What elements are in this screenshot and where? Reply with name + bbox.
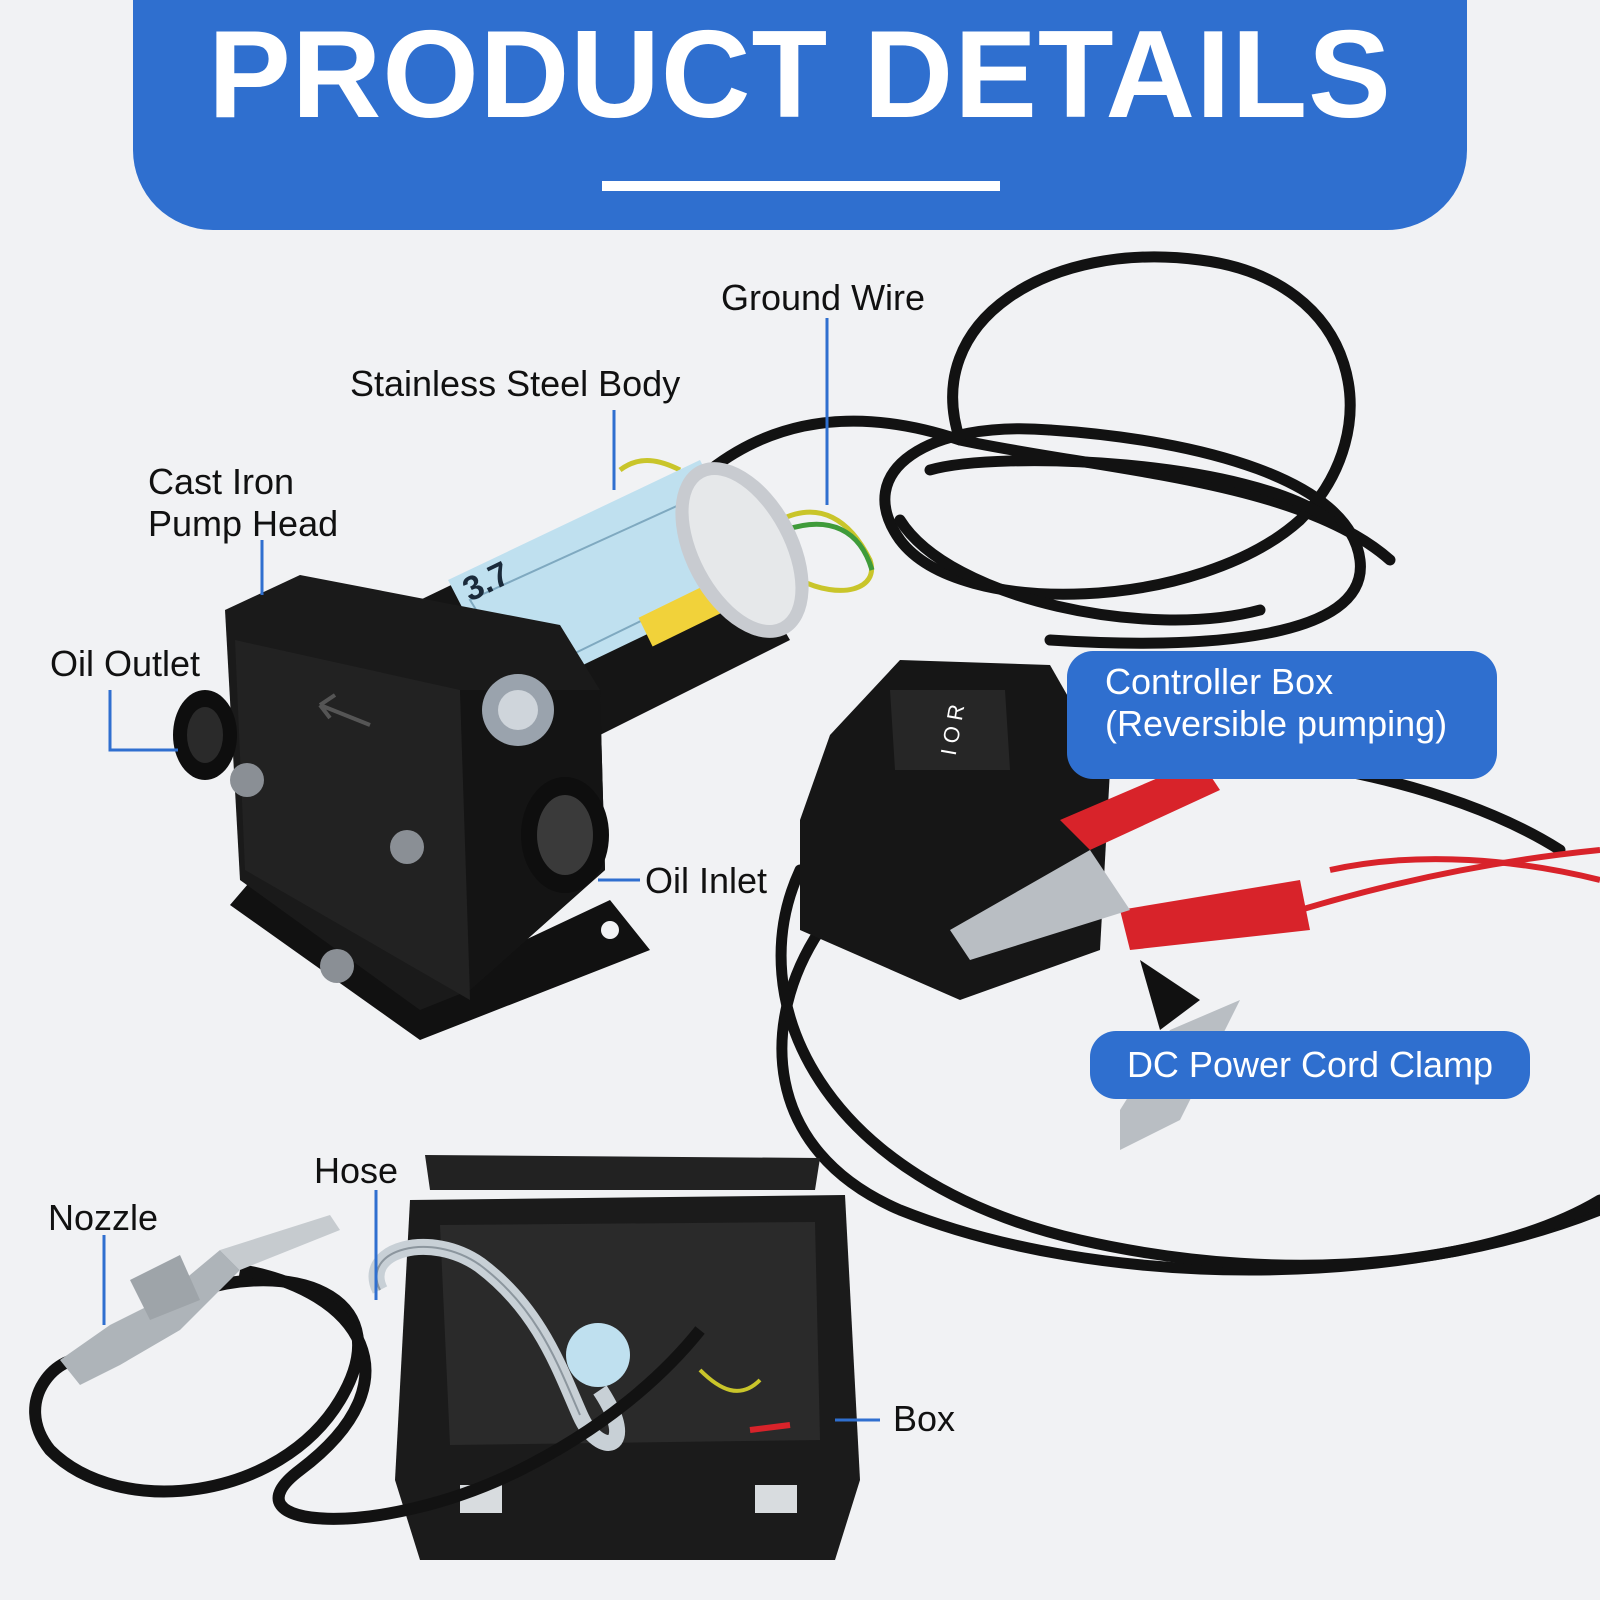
header-banner: PRODUCT DETAILS: [133, 0, 1467, 230]
label-cast-iron-line2: Pump Head: [148, 503, 339, 544]
ground-wire: [618, 458, 875, 593]
label-box: Box: [893, 1398, 956, 1439]
label-oil-inlet: Oil Inlet: [645, 860, 768, 901]
label-hose: Hose: [314, 1150, 399, 1191]
label-stainless-steel-body: Stainless Steel Body: [350, 363, 681, 404]
title-underline: [602, 181, 1000, 191]
label-dc-power-cord-clamp: DC Power Cord Clamp: [1090, 1031, 1530, 1099]
label-nozzle: Nozzle: [48, 1197, 159, 1238]
fuel-nozzle: [60, 1215, 340, 1385]
label-controller-line2: (Reversible pumping): [1105, 703, 1448, 744]
clamp-wire-red: [1299, 847, 1600, 913]
hose: [29, 1238, 705, 1525]
label-ground-wire: Ground Wire: [721, 277, 926, 318]
label-cast-iron-line1: Cast Iron: [148, 461, 295, 502]
leader-oil-outlet: [108, 690, 178, 752]
label-dc-clamp-text: DC Power Cord Clamp: [1126, 1044, 1494, 1085]
label-cast-iron-pump-head: Cast Iron Pump Head: [148, 461, 338, 545]
label-oil-outlet: Oil Outlet: [50, 643, 201, 684]
label-controller-line1: Controller Box: [1105, 661, 1334, 702]
page-title: PRODUCT DETAILS: [208, 6, 1392, 144]
leader-lines: [102, 318, 880, 1422]
controller-box: I O R: [800, 660, 1110, 1000]
pump-head: [173, 575, 650, 1040]
label-controller-box: Controller Box (Reversible pumping): [1067, 651, 1497, 779]
